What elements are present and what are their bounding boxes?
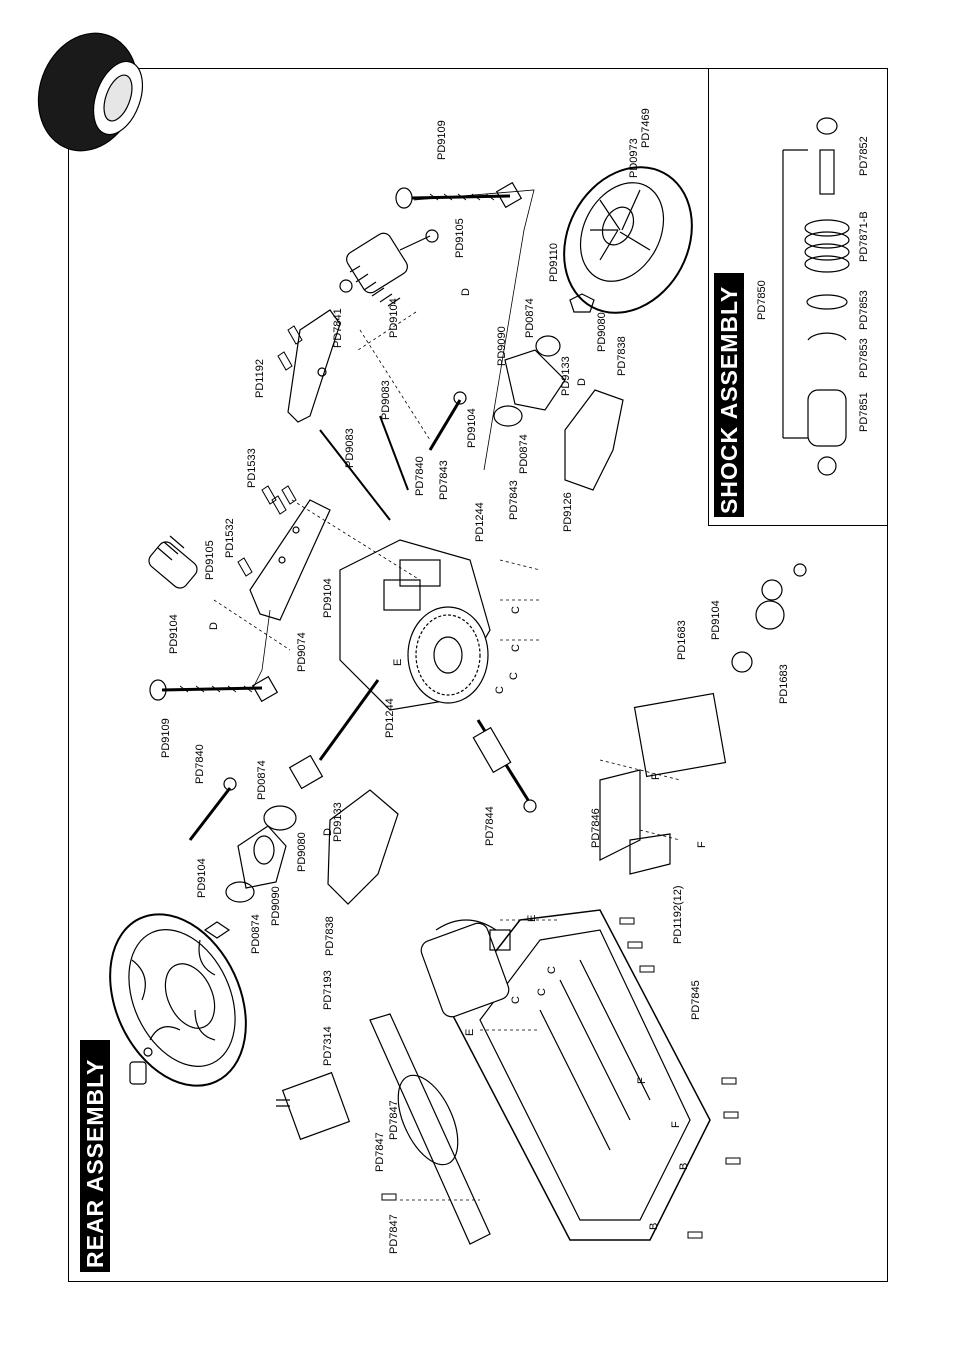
label-pd9133-r: PD9133: [560, 356, 572, 396]
label-pd9104-left: PD9104: [168, 614, 180, 654]
ref-d1: D: [460, 288, 472, 296]
label-pd9083-b: PD9083: [344, 428, 356, 468]
label-pd7853-b: PD7853: [858, 338, 870, 378]
label-pd9104-shock: PD9104: [388, 298, 400, 338]
ref-b2: B: [678, 1162, 690, 1170]
label-pd7193: PD7193: [322, 970, 334, 1010]
page-frame: [68, 68, 888, 1282]
label-pd9090-r: PD9090: [496, 326, 508, 366]
label-pd7314: PD7314: [322, 1026, 334, 1066]
label-pd9104-l: PD9104: [196, 858, 208, 898]
ref-c2: C: [510, 644, 522, 652]
ref-c1: C: [510, 606, 522, 614]
ref-d4: D: [322, 828, 334, 836]
label-pd7847-b: PD7847: [374, 1132, 386, 1172]
shock-assembly-frame: [708, 68, 888, 526]
label-pd1683-b: PD1683: [778, 664, 790, 704]
corner-tire-icon: [37, 32, 144, 152]
nut-icon: [203, 921, 231, 939]
ref-c3: C: [508, 672, 520, 680]
ref-c4: C: [494, 686, 506, 694]
label-pd9104-r: PD9104: [466, 408, 478, 448]
label-pd9104-servo: PD9104: [710, 600, 722, 640]
label-pd1192-12: PD1192(12): [672, 885, 684, 945]
label-pd1532: PD1532: [224, 518, 236, 558]
differential-gearbox-icon: [339, 539, 491, 711]
label-pd7847-a: PD7847: [388, 1100, 400, 1140]
label-pd7871b: PD7871-B: [858, 211, 870, 262]
label-pd0874-l2: PD0874: [250, 914, 262, 954]
right-nut-icon: [569, 293, 595, 313]
label-pd7852: PD7852: [858, 136, 870, 176]
left-wheel-icon: [109, 913, 247, 1087]
ref-e1: E: [392, 658, 404, 666]
label-pd9109-left: PD9109: [160, 718, 172, 758]
label-pd9126: PD9126: [562, 492, 574, 532]
label-pd7840-l: PD7840: [194, 744, 206, 784]
label-pd9105-left: PD9105: [204, 540, 216, 580]
label-pd9083-a: PD9083: [380, 380, 392, 420]
ref-f4: F: [670, 1121, 682, 1128]
label-pd1244-b: PD1244: [384, 698, 396, 738]
label-pd7847-c: PD7847: [388, 1214, 400, 1254]
shock-parts-icon: [782, 117, 850, 476]
ref-d2: D: [576, 378, 588, 386]
rear-shock-icon: [339, 229, 439, 307]
label-pd1683-a: PD1683: [676, 620, 688, 660]
label-pd0874-r2: PD0874: [518, 434, 530, 474]
label-pd7840-r: PD7840: [414, 456, 426, 496]
ref-c5: C: [546, 966, 558, 974]
label-pd7845: PD7845: [690, 980, 702, 1020]
ref-d3: D: [208, 622, 220, 630]
label-pd7844: PD7844: [484, 806, 496, 846]
label-pd0874-r1: PD0874: [524, 298, 536, 338]
label-pd9133-l: PD9133: [332, 802, 344, 842]
ref-b1: B: [648, 1222, 660, 1230]
label-pd1244-a: PD1244: [474, 502, 486, 542]
label-pd7846: PD7846: [590, 808, 602, 848]
wheel-screw-icon: [129, 1061, 147, 1085]
label-pd7469: PD7469: [640, 108, 652, 148]
ref-f1: F: [650, 773, 662, 780]
label-pd7853-a: PD7853: [858, 290, 870, 330]
servo-icon: [599, 692, 727, 875]
label-pd9090-l: PD9090: [270, 886, 282, 926]
label-pd7841: PD7841: [332, 308, 344, 348]
ref-e2: E: [526, 914, 538, 922]
bearing-icon-2: [225, 881, 255, 903]
right-wheel-icon: [563, 166, 693, 314]
label-pd7850: PD7850: [756, 280, 768, 320]
label-pd9080-l: PD9080: [296, 832, 308, 872]
label-pd7838-r: PD7838: [616, 336, 628, 376]
label-pd7838-l: PD7838: [324, 916, 336, 956]
label-pd9105-top: PD9105: [454, 218, 466, 258]
motor-icon: [420, 919, 511, 1018]
label-pd1533: PD1533: [246, 448, 258, 488]
ref-f3: F: [636, 1077, 648, 1084]
label-pd7843-a: PD7843: [438, 460, 450, 500]
ref-e3: E: [464, 1028, 476, 1036]
ref-c6: C: [510, 996, 522, 1004]
label-pd1192: PD1192: [254, 359, 266, 398]
rear-assembly-title-bar: [80, 1040, 110, 1272]
label-pd9110: PD9110: [548, 243, 560, 282]
label-pd0874-l1: PD0874: [256, 760, 268, 800]
bearing-icon: [263, 805, 297, 831]
label-pd0973: PD0973: [628, 138, 640, 178]
shock-assembly-title-bar: [714, 273, 744, 517]
label-pd9080-r: PD9080: [596, 312, 608, 352]
label-pd7851: PD7851: [858, 392, 870, 432]
label-pd9109-top: PD9109: [436, 120, 448, 160]
label-pd9074: PD9074: [296, 632, 308, 672]
ref-f2: F: [696, 841, 708, 848]
ref-c7: C: [536, 988, 548, 996]
label-pd7843-b: PD7843: [508, 480, 520, 520]
label-pd9104-mid: PD9104: [322, 578, 334, 618]
